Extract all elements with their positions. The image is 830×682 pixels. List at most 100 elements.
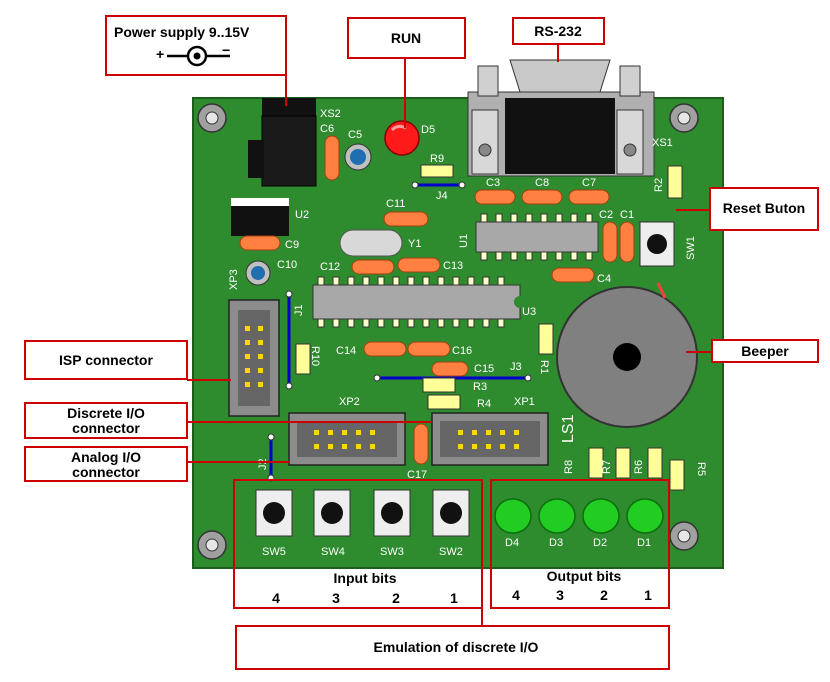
callout-power-minus: − bbox=[222, 42, 230, 58]
callout-emulation: Emulation of discrete I/O bbox=[235, 625, 670, 670]
label-c8: C8 bbox=[535, 177, 549, 189]
label-d3: D3 bbox=[549, 537, 563, 549]
label-d2: D2 bbox=[593, 537, 607, 549]
label-r5: R5 bbox=[695, 462, 707, 476]
label-sw3: SW3 bbox=[380, 546, 404, 558]
label-r7: R7 bbox=[601, 460, 613, 474]
label-j2: J2 bbox=[257, 458, 269, 470]
callout-discrete-io-line2: connector bbox=[72, 420, 140, 436]
callout-analog-io-line1: Analog I/O bbox=[71, 449, 141, 465]
label-c3: C3 bbox=[486, 177, 500, 189]
label-c10: C10 bbox=[277, 259, 297, 271]
callout-emulation-text: Emulation of discrete I/O bbox=[374, 639, 539, 655]
label-sw5: SW5 bbox=[262, 546, 286, 558]
label-c1: C1 bbox=[620, 209, 634, 221]
callout-rs232-text: RS-232 bbox=[534, 23, 582, 39]
callout-analog-io-line2: connector bbox=[72, 464, 140, 480]
label-u1: U1 bbox=[458, 234, 470, 248]
electrolytic-capacitors bbox=[245, 143, 372, 286]
label-xp1: XP1 bbox=[514, 396, 535, 408]
capacitors bbox=[239, 135, 635, 465]
label-r2: R2 bbox=[653, 178, 665, 192]
callout-reset: Reset Buton bbox=[709, 187, 819, 231]
callout-run-text: RUN bbox=[391, 30, 421, 46]
label-xs1: XS1 bbox=[652, 137, 673, 149]
callout-run: RUN bbox=[347, 17, 466, 59]
label-u3: U3 bbox=[522, 306, 536, 318]
jumper-ends bbox=[267, 181, 532, 482]
callout-rs232: RS-232 bbox=[512, 17, 605, 45]
label-c17: C17 bbox=[407, 469, 427, 481]
label-r9: R9 bbox=[430, 153, 444, 165]
analog-connector-xp2 bbox=[288, 412, 406, 466]
callout-power-supply: Power supply 9..15V + − bbox=[105, 15, 287, 76]
label-j4: J4 bbox=[436, 190, 448, 202]
label-c16: C16 bbox=[452, 345, 472, 357]
callout-power-supply-text: Power supply 9..15V bbox=[114, 24, 250, 40]
discrete-connector-xp1 bbox=[431, 412, 549, 466]
callout-discrete-io-line1: Discrete I/O bbox=[67, 405, 145, 421]
label-r1: R1 bbox=[538, 360, 550, 374]
label-c5: C5 bbox=[348, 129, 362, 141]
label-xp2: XP2 bbox=[339, 396, 360, 408]
label-j1: J1 bbox=[293, 304, 305, 316]
input-bit-1: 1 bbox=[450, 590, 458, 606]
callout-isp: ISP connector bbox=[24, 340, 188, 380]
callout-beeper-text: Beeper bbox=[741, 343, 789, 359]
label-c15: C15 bbox=[474, 363, 494, 375]
callout-isp-text: ISP connector bbox=[59, 352, 153, 368]
microcontroller-u3 bbox=[312, 276, 526, 328]
label-c6: C6 bbox=[320, 123, 334, 135]
label-sw2: SW2 bbox=[439, 546, 463, 558]
label-ls1: LS1 bbox=[560, 414, 577, 443]
label-d1: D1 bbox=[637, 537, 651, 549]
label-c11: C11 bbox=[386, 198, 405, 210]
label-c2: C2 bbox=[599, 209, 613, 221]
label-sw4: SW4 bbox=[321, 546, 345, 558]
label-r10: R10 bbox=[309, 346, 321, 366]
callout-power-plus: + bbox=[156, 46, 164, 62]
crystal-y1 bbox=[339, 229, 403, 257]
label-r8: R8 bbox=[563, 460, 575, 474]
callout-output-bits-text: Output bits bbox=[547, 568, 622, 584]
label-r3: R3 bbox=[473, 381, 487, 393]
output-bit-1: 1 bbox=[644, 587, 652, 603]
callout-discrete-io: Discrete I/O connector bbox=[24, 402, 188, 439]
output-bit-3: 3 bbox=[556, 587, 564, 603]
label-j3: J3 bbox=[510, 361, 522, 373]
callout-analog-io: Analog I/O connector bbox=[24, 446, 188, 482]
label-u2: U2 bbox=[295, 209, 309, 221]
beeper-ls1 bbox=[556, 282, 698, 428]
label-d4: D4 bbox=[505, 537, 519, 549]
label-c13: C13 bbox=[443, 260, 463, 272]
rs232-connector bbox=[467, 59, 655, 177]
input-bit-2: 2 bbox=[392, 590, 400, 606]
callout-input-bits: Input bits 4 3 2 1 bbox=[233, 479, 483, 609]
label-r4: R4 bbox=[477, 398, 491, 410]
regulator-u2 bbox=[231, 198, 289, 236]
input-bit-4: 4 bbox=[272, 590, 280, 606]
callout-output-bits: Output bits 4 3 2 1 bbox=[490, 479, 670, 609]
callout-beeper: Beeper bbox=[711, 339, 819, 363]
label-d5: D5 bbox=[421, 124, 435, 136]
callout-input-bits-text: Input bits bbox=[334, 570, 397, 586]
input-buttons bbox=[255, 489, 470, 537]
resistors bbox=[295, 164, 685, 491]
label-sw1: SW1 bbox=[685, 236, 697, 260]
output-bit-4: 4 bbox=[512, 587, 520, 603]
label-r6: R6 bbox=[633, 460, 645, 474]
label-c9: C9 bbox=[285, 239, 299, 251]
isp-connector-xp3 bbox=[228, 299, 280, 417]
label-c12: C12 bbox=[320, 261, 340, 273]
label-c4: C4 bbox=[597, 273, 611, 285]
label-c7: C7 bbox=[582, 177, 596, 189]
power-jack-xs2 bbox=[248, 98, 317, 187]
reset-button-sw1 bbox=[639, 221, 675, 267]
chip-u1 bbox=[475, 213, 599, 261]
output-bit-2: 2 bbox=[600, 587, 608, 603]
silkscreen-labels: XS2 C6 C5 D5 R9 J4 XS1 R2 C3 C8 C7 C2 C1… bbox=[228, 108, 707, 558]
input-bit-3: 3 bbox=[332, 590, 340, 606]
label-xs2: XS2 bbox=[320, 108, 341, 120]
label-c14: C14 bbox=[336, 345, 356, 357]
